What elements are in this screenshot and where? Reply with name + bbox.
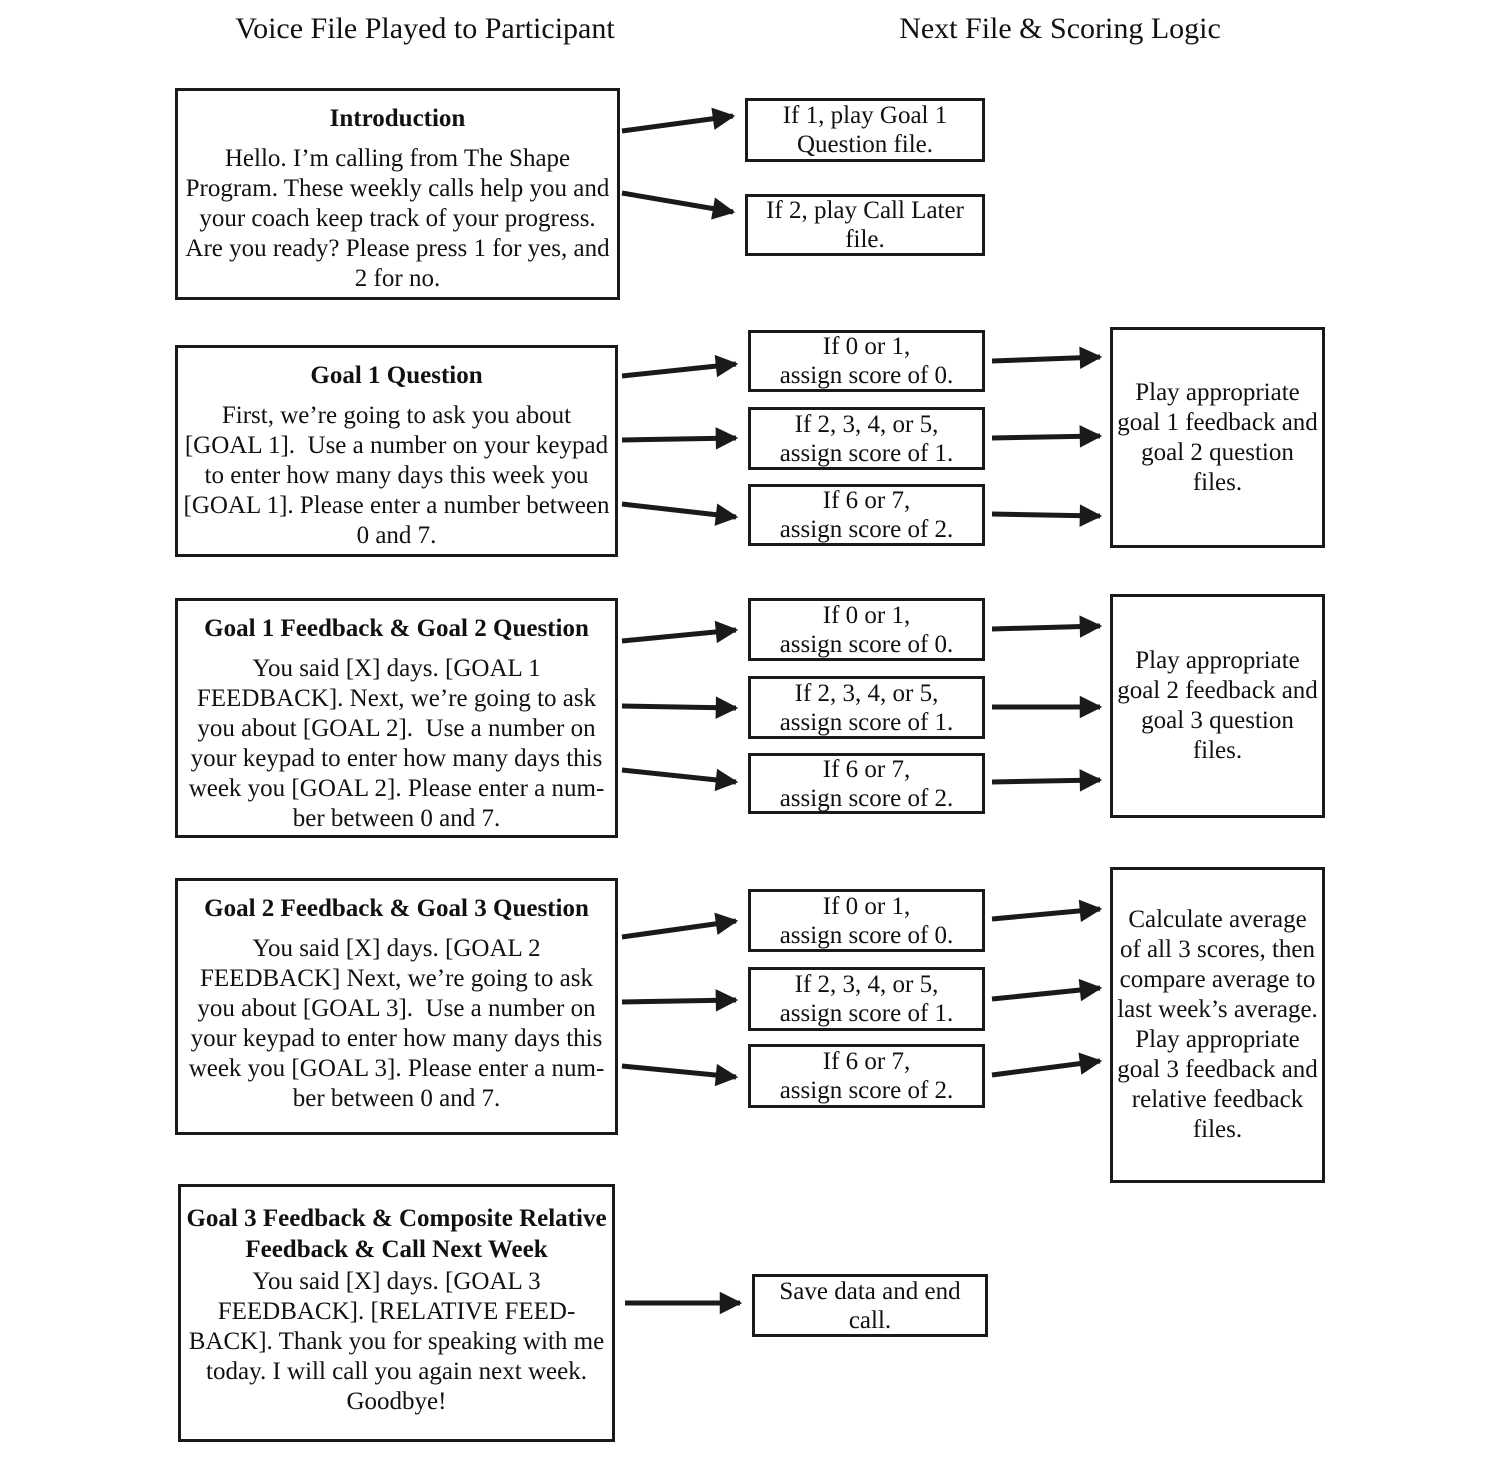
scoring-text: If 2, 3, 4, or 5, assign score of 1.	[779, 679, 954, 736]
scoring-box-6-or-7: If 6 or 7, assign score of 2.	[748, 1044, 985, 1108]
scoring-text: If 6 or 7, assign score of 2.	[779, 755, 954, 812]
voice-box-goal1-feedback-goal2-question: Goal 1 Feedback & Goal 2 Question You sa…	[175, 598, 618, 838]
voice-box-introduction: Introduction Hello. I’m calling from The…	[175, 88, 620, 300]
box-title: Goal 1 Question	[310, 362, 483, 389]
result-box-average-relative-feedback: Calculate average of all 3 scores, then …	[1110, 867, 1325, 1183]
outcome-text: If 1, play Goal 1 Question file.	[782, 102, 948, 158]
column-header-scoring-logic: Next File & Scoring Logic	[899, 12, 1221, 45]
box-title: Goal 2 Feedback & Goal 3 Question	[204, 895, 589, 922]
outcome-box-save-and-end: Save data and end call.	[752, 1274, 988, 1337]
outcome-box-if-2-call-later: If 2, play Call Later file.	[745, 194, 985, 256]
arrow	[621, 696, 739, 719]
scoring-text: If 6 or 7, assign score of 2.	[779, 487, 954, 543]
scoring-box-0-or-1: If 0 or 1, assign score of 0.	[748, 598, 985, 661]
arrow	[991, 615, 1103, 638]
scoring-box-2-to-5: If 2, 3, 4, or 5, assign score of 1.	[748, 967, 985, 1031]
arrow	[991, 346, 1103, 369]
scoring-box-2-to-5: If 2, 3, 4, or 5, assign score of 1.	[748, 407, 985, 470]
arrow	[991, 769, 1103, 792]
arrow	[621, 501, 739, 526]
outcome-box-if-1-goal1: If 1, play Goal 1 Question file.	[745, 98, 985, 162]
arrow	[621, 767, 739, 792]
arrow	[621, 427, 739, 450]
arrow	[991, 1052, 1103, 1078]
outcome-text: Save data and end call.	[779, 1277, 961, 1334]
box-body: First, we’re going to ask you about [GOA…	[183, 402, 610, 549]
scoring-box-6-or-7: If 6 or 7, assign score of 2.	[748, 753, 985, 814]
arrow	[991, 899, 1103, 923]
scoring-text: If 0 or 1, assign score of 0.	[779, 333, 954, 389]
box-body: You said [X] days. [GOAL 2 FEEDBACK] Nex…	[188, 935, 605, 1112]
result-box-goal1-feedback: Play appropriate goal 1 feedback and goa…	[1110, 327, 1325, 548]
scoring-text: If 6 or 7, assign score of 2.	[779, 1048, 954, 1104]
arrow	[621, 1063, 739, 1087]
scoring-box-6-or-7: If 6 or 7, assign score of 2.	[748, 484, 985, 546]
box-title: Goal 1 Feedback & Goal 2 Question	[204, 615, 589, 642]
arrow	[991, 425, 1103, 448]
arrow	[621, 620, 739, 644]
result-text: Play appropriate goal 1 feedback and goa…	[1117, 378, 1318, 496]
scoring-text: If 0 or 1, assign score of 0.	[779, 601, 954, 658]
result-text: Calculate average of all 3 scores, then …	[1117, 906, 1318, 1143]
result-box-goal2-feedback: Play appropriate goal 2 feedback and goa…	[1110, 594, 1325, 818]
voice-box-goal1-question: Goal 1 Question First, we’re going to as…	[175, 345, 618, 557]
scoring-text: If 2, 3, 4, or 5, assign score of 1.	[779, 410, 954, 467]
voice-box-goal2-feedback-goal3-question: Goal 2 Feedback & Goal 3 Question You sa…	[175, 878, 618, 1135]
arrow	[621, 354, 739, 379]
arrow	[621, 989, 739, 1012]
arrow	[621, 190, 736, 220]
scoring-box-0-or-1: If 0 or 1, assign score of 0.	[748, 889, 985, 952]
scoring-box-2-to-5: If 2, 3, 4, or 5, assign score of 1.	[748, 676, 985, 739]
scoring-box-0-or-1: If 0 or 1, assign score of 0.	[748, 330, 985, 392]
scoring-text: If 2, 3, 4, or 5, assign score of 1.	[779, 971, 954, 1027]
outcome-text: If 2, play Call Later file.	[766, 197, 964, 253]
box-body: Hello. I’m calling from The Shape Progra…	[185, 145, 610, 292]
column-header-voice-file: Voice File Played to Participant	[235, 12, 615, 45]
arrow	[621, 107, 736, 134]
voice-box-goal3-feedback-call-next-week: Goal 3 Feedback & Composite Relative Fee…	[178, 1184, 615, 1442]
arrow	[991, 978, 1103, 1002]
box-title: Introduction	[329, 105, 466, 132]
box-title: Goal 3 Feedback & Composite Relative Fee…	[186, 1205, 607, 1263]
result-text: Play appropriate goal 2 feedback and goa…	[1117, 647, 1318, 764]
scoring-text: If 0 or 1, assign score of 0.	[779, 892, 954, 949]
arrow	[621, 912, 739, 940]
arrow	[991, 504, 1103, 527]
box-body: You said [X] days. [GOAL 1 FEEDBACK]. Ne…	[188, 655, 605, 832]
box-body: You said [X] days. [GOAL 3 FEEDBACK]. [R…	[188, 1268, 605, 1415]
